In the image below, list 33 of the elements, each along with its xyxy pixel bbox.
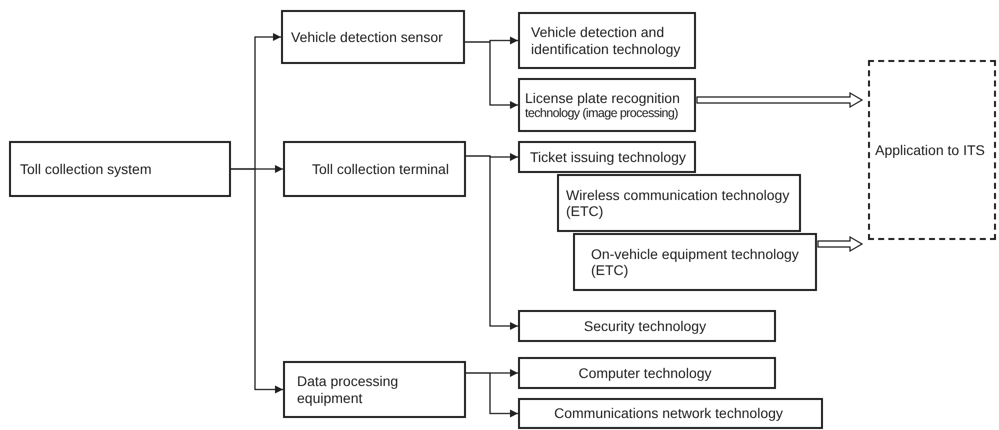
process-box xyxy=(281,10,465,64)
process-box xyxy=(573,233,817,291)
box-label: On-vehicle equipment technology (ETC) xyxy=(591,246,800,278)
process-box xyxy=(518,398,823,429)
process-box xyxy=(518,357,776,389)
connector-arrow xyxy=(231,168,283,394)
hollow-arrow xyxy=(696,92,864,108)
connector-arrow xyxy=(466,372,518,418)
dashed-box xyxy=(868,60,996,240)
box-label: Toll collection system xyxy=(20,160,152,178)
box-label: Data processing equipment xyxy=(297,373,400,406)
box-label: technology (image processing) xyxy=(525,106,678,120)
process-box xyxy=(557,174,801,232)
connector-arrow xyxy=(466,155,518,330)
box-label: Vehicle detection and identification technology xyxy=(531,24,682,57)
process-box xyxy=(283,361,466,418)
box-label: Vehicle detection sensor xyxy=(291,28,443,46)
process-box xyxy=(283,141,466,197)
process-box xyxy=(518,141,696,173)
box-label: Toll collection terminal xyxy=(312,160,449,178)
process-box xyxy=(518,12,696,69)
box-label: Application to ITS xyxy=(875,142,985,158)
box-label: Computer technology xyxy=(578,364,712,382)
connector-arrow xyxy=(465,41,518,109)
box-label: Ticket issuing technology xyxy=(530,148,686,166)
process-box xyxy=(518,78,696,132)
process-box xyxy=(9,141,231,197)
box-label: Wireless communication technology (ETC) xyxy=(566,186,790,220)
box-label: License plate recognition xyxy=(525,90,680,106)
hollow-arrow xyxy=(817,236,864,252)
box-label: Security technology xyxy=(584,318,706,334)
box-label: Communications network technology xyxy=(554,405,783,422)
process-box xyxy=(518,310,776,342)
